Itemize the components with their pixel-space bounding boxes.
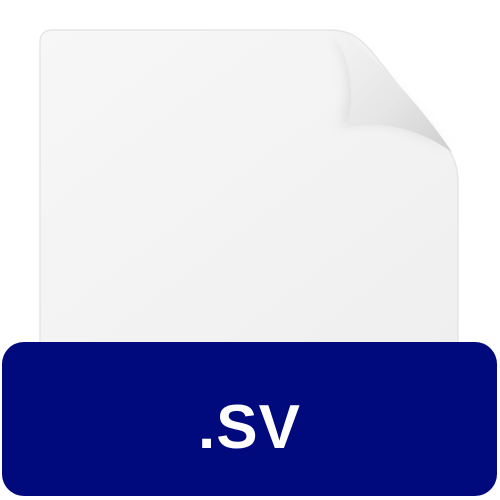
page-body xyxy=(39,29,459,351)
page-corner-fold xyxy=(330,30,452,152)
extension-band: .SV xyxy=(2,342,497,496)
file-extension-label: .SV xyxy=(198,392,301,462)
